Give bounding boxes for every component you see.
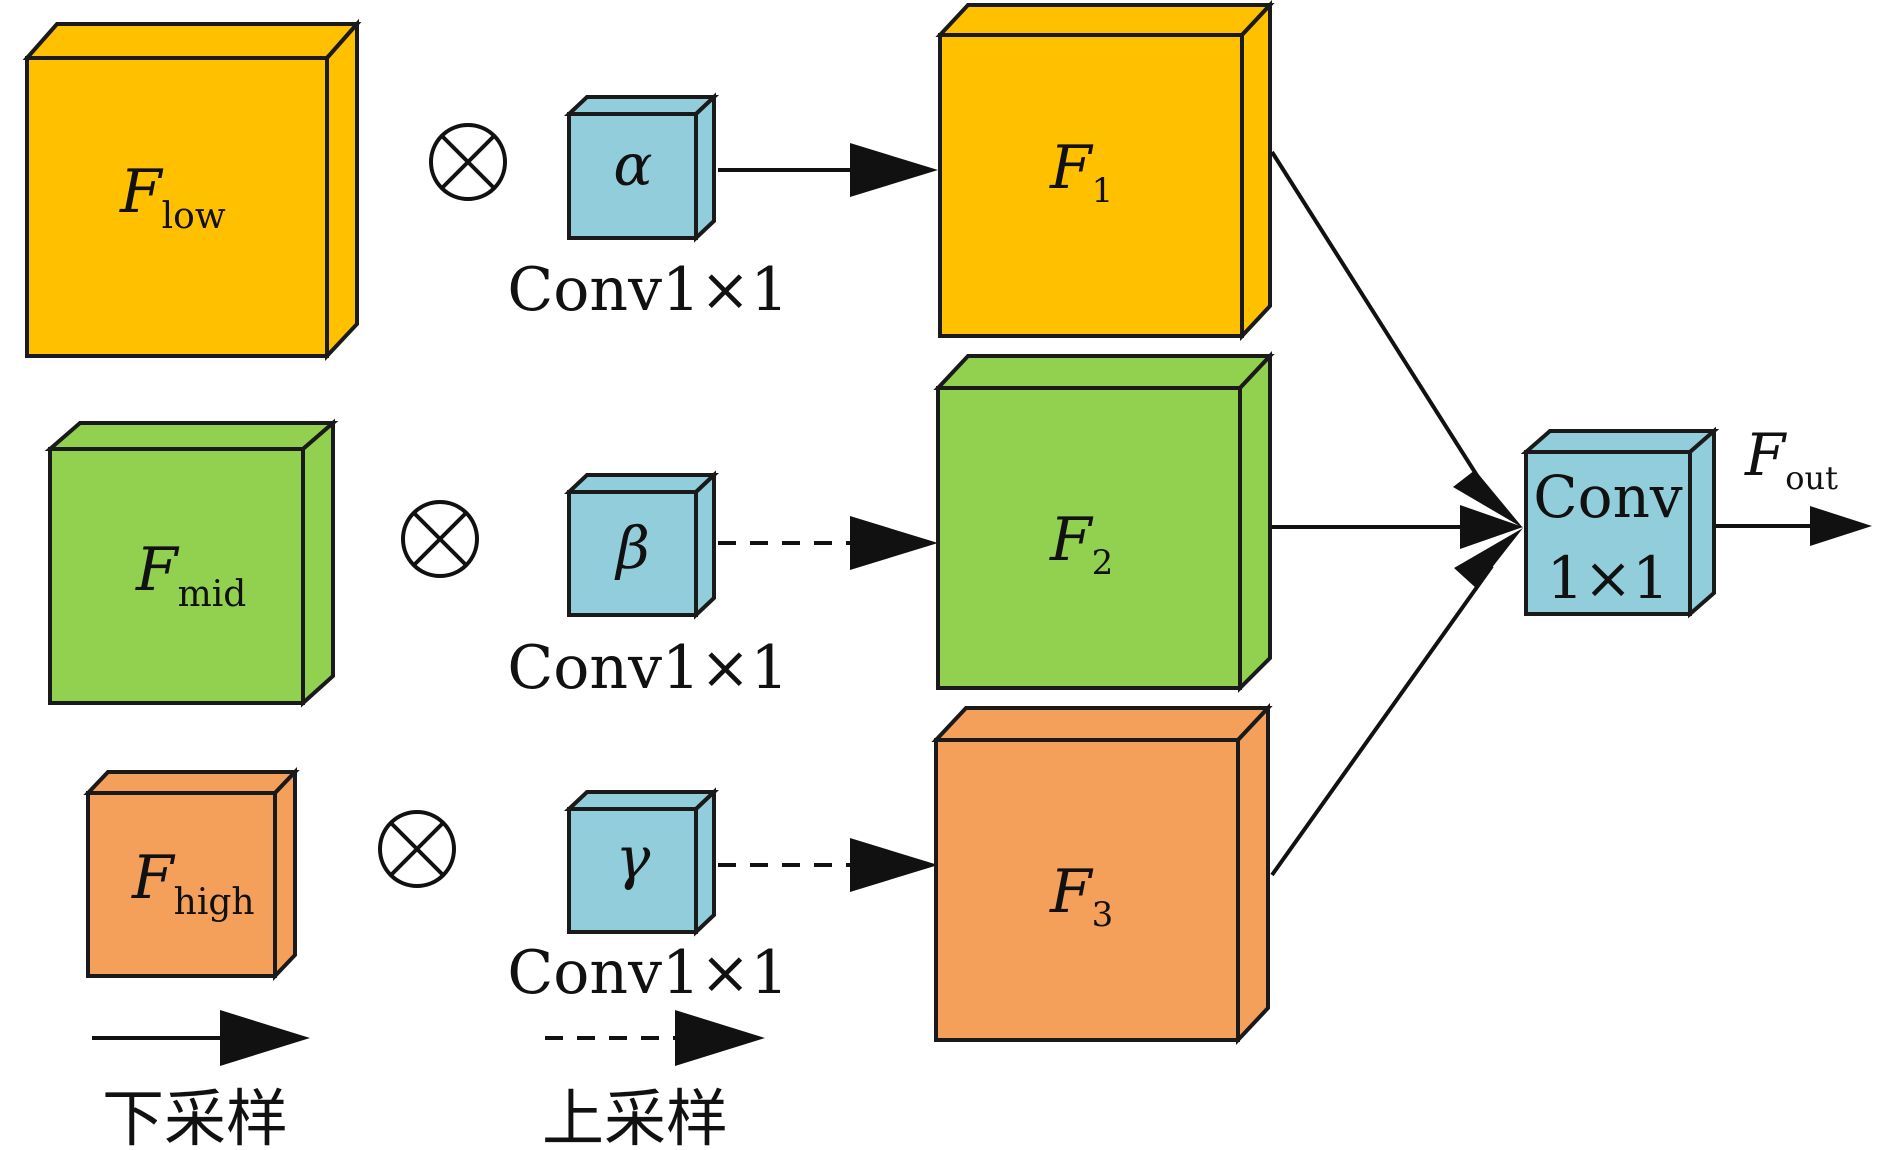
- feature-cube-f2: F2: [933, 350, 1275, 693]
- arrow-beta-to-f2: [718, 516, 938, 570]
- weight-cube-beta: β Conv1×1: [507, 470, 789, 703]
- input-label-high: Fhigh: [131, 843, 255, 923]
- input-cube-high: Fhigh: [83, 767, 300, 981]
- input-cube-low: Flow: [22, 18, 362, 362]
- arrow-f1-to-fusion: [1270, 150, 1523, 528]
- legend-solid-label: 下采样: [102, 1082, 288, 1150]
- legend-solid: 下采样: [92, 1010, 310, 1150]
- arrow-gamma-to-f3: [718, 838, 938, 892]
- legend-dashed: 上采样: [542, 1010, 765, 1150]
- multiply-symbol-2: [401, 500, 479, 578]
- fusion-conv-cube: Conv 1×1: [1520, 426, 1720, 619]
- input-cube-mid: Fmid: [44, 418, 339, 708]
- weight-caption-beta: Conv1×1: [507, 633, 788, 703]
- output-arrow: Fout: [1716, 421, 1872, 546]
- feature-cube-f1: F1: [935, 0, 1275, 342]
- feature-label-f1: F1: [1049, 133, 1113, 211]
- weight-symbol-alpha: α: [613, 131, 652, 199]
- weight-cube-alpha: α Conv1×1: [507, 92, 789, 325]
- arrow-f3-to-fusion: [1270, 528, 1523, 877]
- multiply-symbol-3: [378, 810, 456, 888]
- feature-label-f2: F2: [1049, 505, 1113, 583]
- legend-dashed-label: 上采样: [542, 1082, 728, 1150]
- feature-label-f3: F3: [1049, 857, 1113, 935]
- multiply-symbol-1: [429, 123, 507, 201]
- arrow-alpha-to-f1: [718, 143, 938, 197]
- weight-cube-gamma: γ Conv1×1: [507, 787, 789, 1008]
- arrow-f2-to-fusion: [1272, 505, 1523, 549]
- weight-symbol-gamma: γ: [616, 824, 651, 892]
- output-label: Fout: [1744, 421, 1838, 497]
- weight-caption-alpha: Conv1×1: [507, 255, 788, 325]
- input-label-mid: Fmid: [135, 535, 246, 615]
- fusion-label-line1: Conv: [1533, 463, 1683, 531]
- fusion-label-line2: 1×1: [1547, 544, 1669, 612]
- input-label-low: Flow: [119, 157, 226, 237]
- weight-symbol-beta: β: [614, 514, 650, 582]
- weight-caption-gamma: Conv1×1: [507, 938, 788, 1008]
- feature-cube-f3: F3: [931, 702, 1273, 1046]
